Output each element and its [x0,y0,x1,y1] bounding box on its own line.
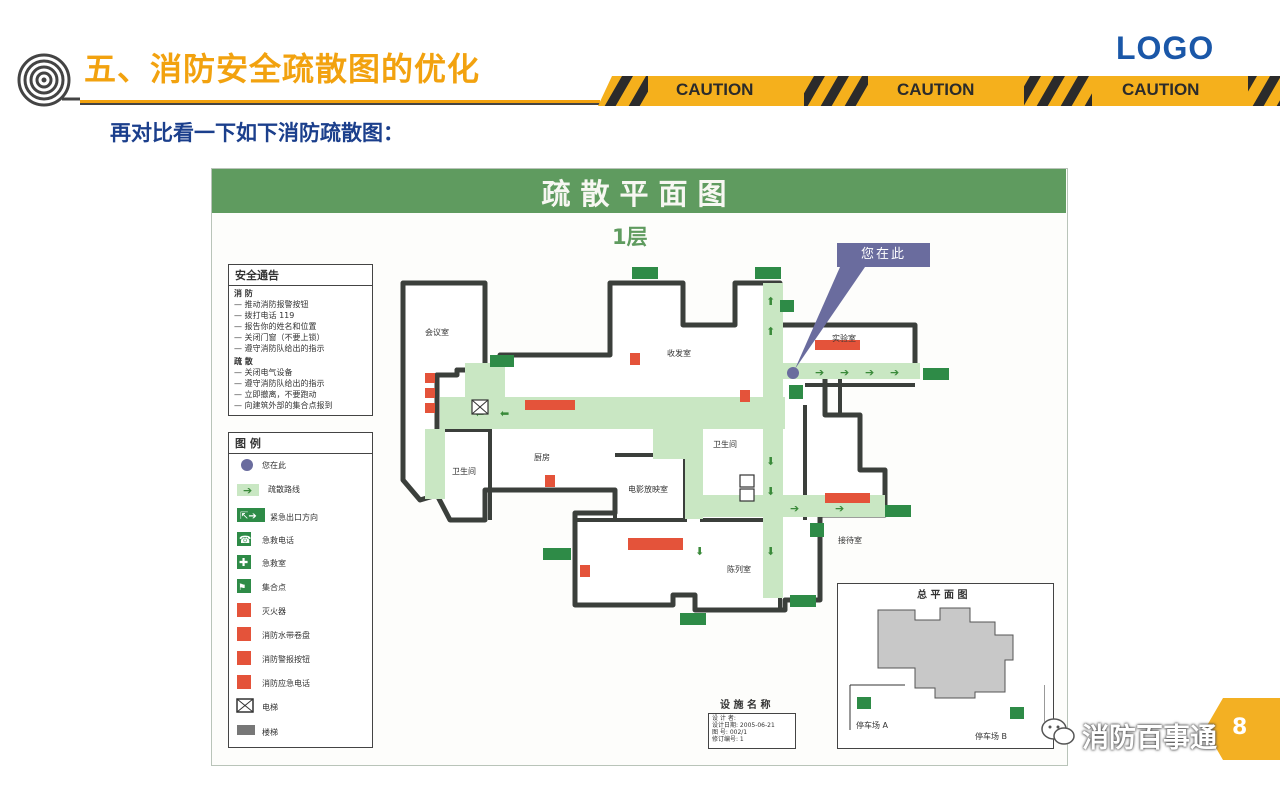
hose-reel-icon [237,627,251,641]
svg-text:➔: ➔ [790,502,799,515]
notice-fire-item: — 遵守消防队给出的指示 [234,344,325,353]
facility-title: 设 施 名 称 [720,700,771,711]
notice-fire-item: — 报告你的姓名和位置 [234,322,317,331]
legend-label: 消防警报按钮 [262,655,310,664]
notice-evac-item: — 立即撤离，不要跑动 [234,390,317,399]
you-are-here-icon [241,459,253,471]
room-label-mail: 收发室 [667,349,691,358]
legend-icons: ➔ ⇱➔ ☎ ✚ ⚑ [236,459,265,735]
legend-label: 疏散路线 [268,485,300,494]
legend-label: 楼梯 [262,728,278,737]
slide-subtitle: 再对比看一下如下消防疏散图： [110,121,404,145]
floor-label: 1层 [612,225,648,249]
notice-fire-item: — 关闭门窗（不要上锁） [234,333,325,342]
svg-text:➔: ➔ [890,366,899,379]
notice-fire-item: — 推动消防报警按钮 [234,300,309,309]
route-arrow-icon [237,484,259,496]
room-label-cinema: 电影放映室 [628,485,668,494]
legend-label: 灭火器 [262,607,286,616]
parking-a-label: 停车场 A [856,721,889,730]
notice-evac-item: — 向建筑外部的集合点报到 [234,401,333,410]
facility-line: 修订编号: 1 [712,736,744,743]
facility-line: 设计日期: 2005-06-21 [712,722,775,729]
facility-info-box: 设 计 者: 设计日期: 2005-06-21 图 号: 002/1 修订编号:… [708,713,796,749]
site-plan-title: 总 平 面 图 [917,590,968,601]
you-are-here-tag: 您在此 [837,243,930,267]
coil-logo-icon [17,53,80,107]
legend-title: 图 例 [229,433,372,454]
logo-text: LOGO [1116,30,1215,66]
room-label-pantry: 厨房 [534,453,550,462]
plan-title: 疏散平面图 [541,177,737,211]
room-label-lab: 实验室 [832,334,856,343]
legend-label: 集合点 [262,583,286,592]
room-label-reception: 接待室 [838,536,862,545]
slide-title: 五、消防安全疏散图的优化 [84,50,481,88]
caution-tape [598,76,1280,106]
legend-label: 消防水带卷盘 [262,631,310,640]
alarm-button-icon [237,651,251,665]
caution-label-2: CAUTION [897,80,975,99]
title-underline [80,100,600,103]
notice-evac-item: — 遵守消防队给出的指示 [234,379,325,388]
svg-text:⚑: ⚑ [238,583,246,593]
facility-line: 设 计 者: [712,715,736,722]
svg-text:⬇: ⬇ [766,455,775,468]
notice-fire-heading: 消 防 [234,289,253,298]
svg-text:⇱➔: ⇱➔ [240,511,257,522]
legend-label: 消防应急电话 [262,679,310,688]
first-aid-room-icon [237,555,251,569]
legend-label: 电梯 [262,703,278,712]
assembly-point-icon [237,579,251,593]
caution-label-3: CAUTION [1122,80,1200,99]
exit-sign-icon [237,508,265,522]
room-label-restroom2: 卫生间 [713,440,737,449]
svg-text:➔: ➔ [243,484,252,497]
svg-text:➔: ➔ [835,502,844,515]
svg-text:➔: ➔ [840,366,849,379]
extinguisher-icon [237,603,251,617]
svg-text:✚: ✚ [239,556,248,569]
facility-line: 图 号: 002/1 [712,729,748,736]
notice-title: 安全通告 [229,265,372,286]
first-aid-phone-icon [237,532,251,546]
svg-text:⬆: ⬆ [766,295,775,308]
legend-label: 紧急出口方向 [270,513,318,522]
svg-text:⬇: ⬇ [695,545,704,558]
caution-label-1: CAUTION [676,80,754,99]
stairs-icon [237,725,255,735]
svg-text:☎: ☎ [239,535,251,546]
svg-text:➔: ➔ [815,366,824,379]
plan-banner [212,169,1066,213]
watermark-text: 消防百事通 [1082,723,1217,754]
notice-evac-heading: 疏 散 [234,357,253,366]
notice-fire-item: — 拨打电话 119 [234,311,295,320]
floor-plan-drawing: ➔➔➔➔ ⬆⬆⬇⬇⬇ ⬅⬅➔➔⬇ [400,267,949,625]
room-label-restroom1: 卫生间 [452,467,476,476]
svg-text:⬇: ⬇ [766,485,775,498]
page-number: 8 [1232,715,1248,740]
page-number-tab [1205,698,1280,760]
notice-evac-item: — 关闭电气设备 [234,368,293,377]
you-are-here-marker [787,367,799,379]
title-underline-dark [80,103,600,105]
legend-label: 急救室 [262,559,286,568]
safety-notice-box: 安全通告 消 防 — 推动消防报警按钮 — 拨打电话 119 — 报告你的姓名和… [228,264,373,416]
room-label-exhibit: 陈列室 [727,565,751,574]
parking-b-label: 停车场 B [975,732,1008,741]
svg-text:⬇: ⬇ [766,545,775,558]
svg-text:⬆: ⬆ [766,325,775,338]
room-label-meeting: 会议室 [425,328,449,337]
svg-text:➔: ➔ [865,366,874,379]
site-plan-drawing [849,607,1045,730]
wechat-icon [1041,718,1075,745]
legend-label: 您在此 [262,461,286,470]
legend-label: 急救电话 [262,536,294,545]
fire-phone-icon [237,675,251,689]
svg-text:⬅: ⬅ [500,407,509,420]
